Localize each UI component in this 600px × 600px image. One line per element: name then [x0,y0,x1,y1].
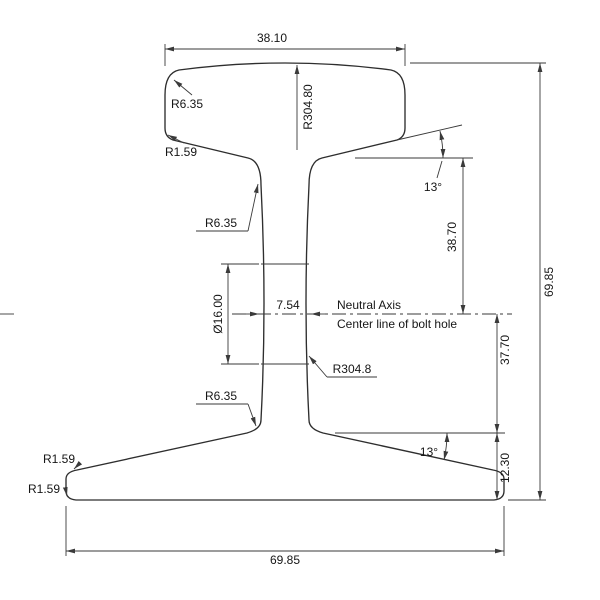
bolt-centerline-label: Center line of bolt hole [337,317,457,331]
dim-web-radius: R304.8 [308,355,377,378]
dim-crown-radius-value: R304.80 [301,84,315,130]
dim-axis-to-base-value: 37.70 [498,335,512,365]
dim-head-angle-value: 13° [424,180,442,194]
dim-web-top-fillet: R6.35 [196,183,259,232]
neutral-axis-label: Neutral Axis [337,298,401,312]
dim-web-radius-value: R304.8 [333,362,372,376]
dim-head-angle: 13° [355,124,473,194]
dim-total-height: 69.85 [410,62,556,501]
dim-base-top-radius-value: R1.59 [43,452,75,466]
dim-base-angle: 13° [335,432,505,461]
dim-bolt-hole-value: Ø16.00 [211,294,225,334]
dim-base-angle-value: 13° [420,445,438,459]
dim-web-thickness: 7.54 [245,298,327,317]
dim-head-bottom-radius-value: R1.59 [165,145,197,159]
dim-base-top-radius: R1.59 [43,452,83,470]
dim-total-height-value: 69.85 [542,267,556,297]
dim-base-bottom-radius-value: R1.59 [28,482,60,496]
dim-head-bottom-radius: R1.59 [165,134,197,159]
dim-crown-radius: R304.80 [294,65,315,150]
dim-web-bottom-fillet-value: R6.35 [205,389,237,403]
dim-base-height: 12.30 [494,433,512,500]
dim-base-width-value: 69.85 [270,553,300,567]
dim-head-to-axis: 38.70 [445,158,466,314]
dim-head-top-radius: R6.35 [171,79,203,111]
dim-web-top-fillet-value: R6.35 [205,216,237,230]
dim-web-thickness-value: 7.54 [276,298,300,312]
dim-head-width-value: 38.10 [257,31,287,45]
dim-bolt-hole: Ø16.00 [211,263,259,365]
dim-web-bottom-fillet: R6.35 [196,389,257,427]
dim-base-height-value: 12.30 [498,453,512,483]
rail-profile-outline [65,62,505,501]
dim-head-width: 38.10 [164,31,406,66]
dim-base-bottom-radius: R1.59 [28,482,68,497]
dim-head-to-axis-value: 38.70 [445,222,459,252]
dim-base-width: 69.85 [65,506,505,567]
dim-head-top-radius-value: R6.35 [171,97,203,111]
dim-axis-to-base: 37.70 [494,314,512,433]
